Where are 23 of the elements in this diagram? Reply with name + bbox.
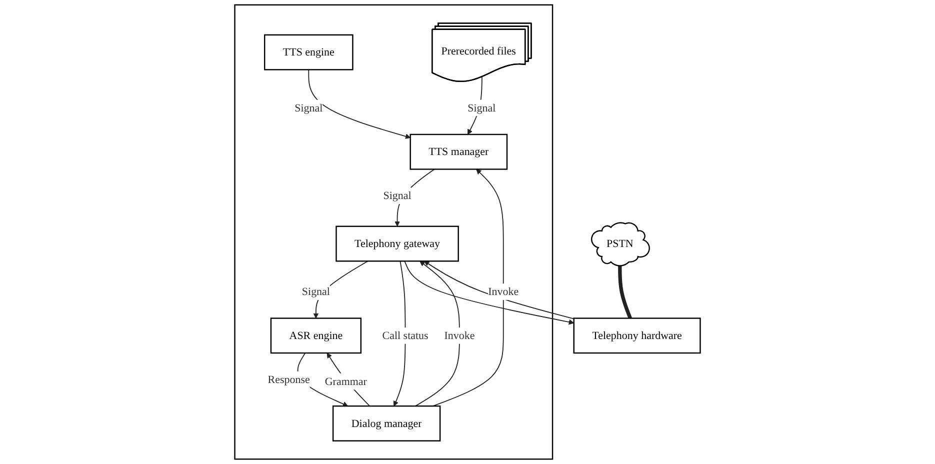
node-box: ASR engine <box>270 318 362 354</box>
cluster <box>234 4 554 460</box>
node-box: Telephony hardware <box>573 318 701 354</box>
arrow <box>424 260 574 320</box>
arrow <box>308 69 411 139</box>
node-box: TTS engine <box>264 34 354 70</box>
node-box: TTS manager <box>410 134 508 170</box>
arrow <box>404 260 574 325</box>
edge-label: Invoke <box>444 329 475 342</box>
node-box: Dialog manager <box>332 405 441 442</box>
arrow <box>393 260 406 406</box>
connector <box>618 265 632 319</box>
edge-label: Grammar <box>324 375 367 388</box>
edge-label: Signal <box>383 189 412 202</box>
edge-label: Call status <box>382 329 428 342</box>
edge-label: Signal <box>302 285 330 298</box>
edge-label: Signal <box>468 102 496 114</box>
edge-label: Response <box>268 373 310 386</box>
edge-label: Invoke <box>488 285 519 298</box>
arrow <box>414 260 460 407</box>
edge-label: Signal <box>294 102 323 114</box>
node-box: Telephony gateway <box>336 226 459 262</box>
arrow <box>432 168 504 407</box>
